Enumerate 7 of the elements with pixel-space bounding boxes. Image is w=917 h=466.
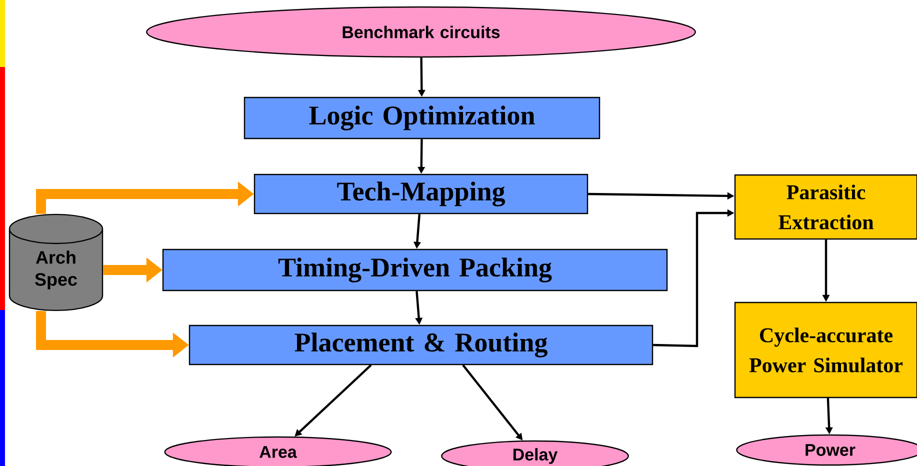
process-box: Timing-Driven Packing bbox=[162, 248, 668, 292]
process-box: Placement & Routing bbox=[188, 324, 654, 366]
process-box: Cycle-accurate Power Simulator bbox=[734, 302, 917, 398]
process-box: Parasitic Extraction bbox=[734, 174, 917, 240]
database-cylinder: Arch Spec bbox=[8, 214, 104, 312]
process-box: Logic Optimization bbox=[244, 96, 600, 140]
process-box: Tech-Mapping bbox=[254, 174, 588, 214]
